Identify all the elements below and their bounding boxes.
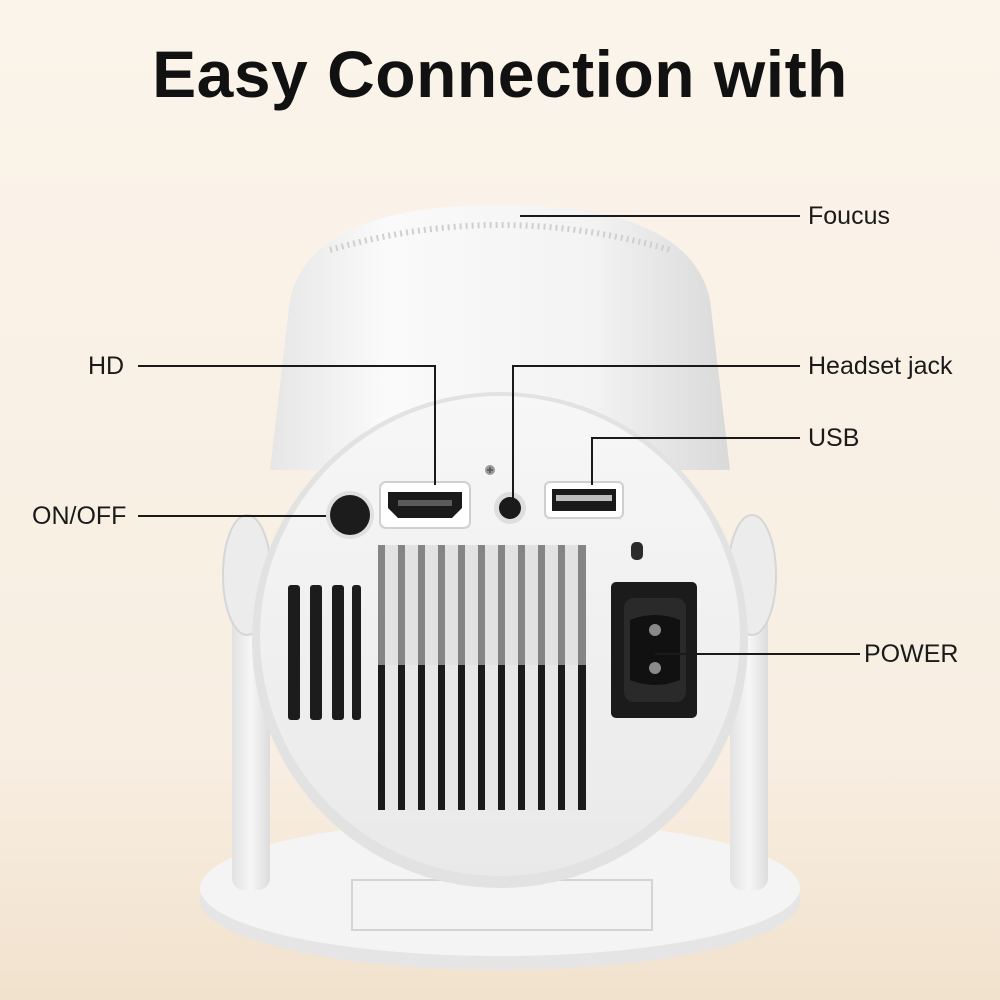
ac-power-socket-icon xyxy=(611,582,697,718)
center-vent xyxy=(378,545,586,810)
callout-headset-jack: Headset jack xyxy=(808,352,953,380)
callout-focus: Foucus xyxy=(808,202,890,230)
page-title: Easy Connection with xyxy=(152,37,848,111)
callout-on-off: ON/OFF xyxy=(32,502,127,530)
usb-port-icon xyxy=(544,481,624,519)
callout-usb: USB xyxy=(808,424,860,452)
screw-icon xyxy=(485,465,495,475)
indicator-led xyxy=(631,542,643,560)
callout-power: POWER xyxy=(864,640,959,668)
callout-lines xyxy=(138,215,860,655)
callout-hd: HD xyxy=(88,352,125,380)
audio-jack-icon xyxy=(494,492,526,524)
power-button-icon xyxy=(326,491,374,539)
left-vent xyxy=(288,585,361,720)
hdmi-port-icon xyxy=(379,481,471,529)
